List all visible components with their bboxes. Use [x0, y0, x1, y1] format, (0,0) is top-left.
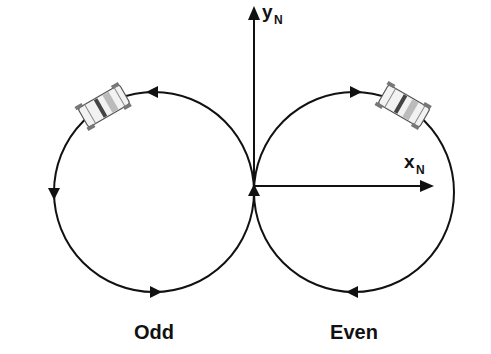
direction-arrow [346, 286, 358, 298]
vehicle-icon [374, 81, 431, 130]
axis-letter: x [404, 152, 415, 171]
loop-label: Even [330, 322, 378, 342]
odd-loop [54, 92, 254, 292]
axis-arrowhead [248, 6, 260, 20]
x-axis [254, 185, 424, 187]
vehicle-icon [74, 82, 131, 131]
axis-arrowhead [420, 180, 434, 192]
axis-subscript: N [274, 14, 283, 26]
even-loop [254, 92, 454, 292]
y-axis [253, 16, 255, 192]
loop-label: Odd [134, 322, 174, 342]
direction-arrow [350, 86, 362, 98]
axis-subscript: N [416, 164, 425, 176]
direction-arrow [48, 188, 60, 200]
direction-arrow [146, 86, 158, 98]
axis-letter: y [262, 2, 273, 21]
direction-arrow [150, 286, 162, 298]
